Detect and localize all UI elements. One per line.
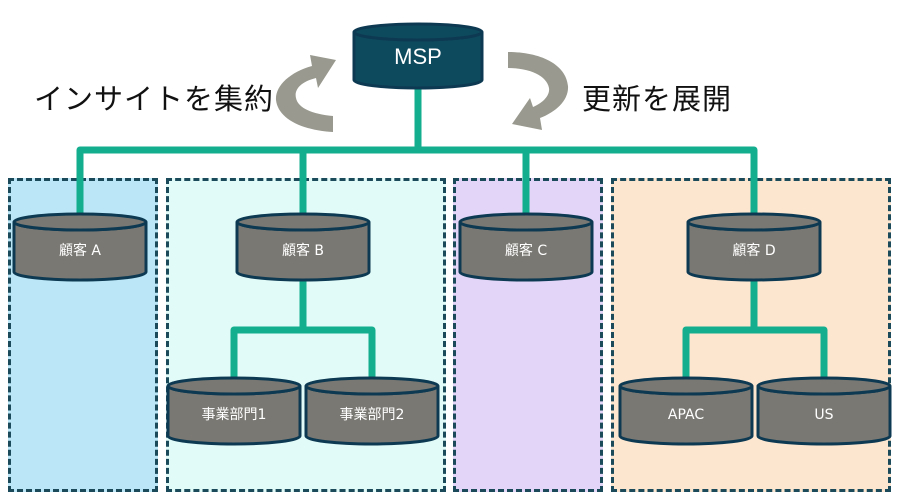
customer-d-node: 顧客 D	[686, 212, 822, 282]
customer-c-node-label: 顧客 C	[505, 242, 547, 259]
customer-d-sub-node-2: US	[756, 376, 892, 446]
customer-d-sub-node-1-label: APAC	[668, 407, 704, 423]
customer-3-child-left-connector	[682, 278, 758, 382]
msp-node-label: MSP	[394, 44, 442, 69]
customer-b-node-label: 顧客 B	[282, 242, 324, 259]
customer-3-child-right-connector	[754, 326, 828, 382]
customer-bus-connector	[76, 146, 758, 214]
customer-b-sub-node-1-label: 事業部門1	[202, 407, 267, 423]
customer-a-node: 顧客 A	[12, 212, 148, 282]
customer-d-node-label: 顧客 D	[732, 242, 775, 259]
customer-a-node-label: 顧客 A	[59, 242, 101, 259]
deploy-updates-label: 更新を展開	[582, 82, 733, 116]
customer-c-node: 顧客 C	[458, 212, 594, 282]
aggregate-arrow-icon	[275, 55, 336, 132]
customer-b-sub-node-2-label: 事業部門2	[340, 407, 405, 423]
customer-b-sub-node-2: 事業部門2	[304, 376, 440, 446]
customer-b-sub-node-1: 事業部門1	[166, 376, 302, 446]
customer-b-node: 顧客 B	[235, 212, 371, 282]
customer-1-child-left-connector	[230, 278, 307, 382]
customer-1-child-right-connector	[303, 326, 376, 382]
customer-d-sub-node-1: APAC	[618, 376, 754, 446]
connectors	[76, 85, 828, 382]
msp-node: MSP	[352, 22, 484, 90]
customer-d-sub-node-2-label: US	[814, 407, 833, 423]
aggregate-insights-label: インサイトを集約	[34, 82, 275, 116]
deploy-arrow-icon	[508, 52, 569, 130]
